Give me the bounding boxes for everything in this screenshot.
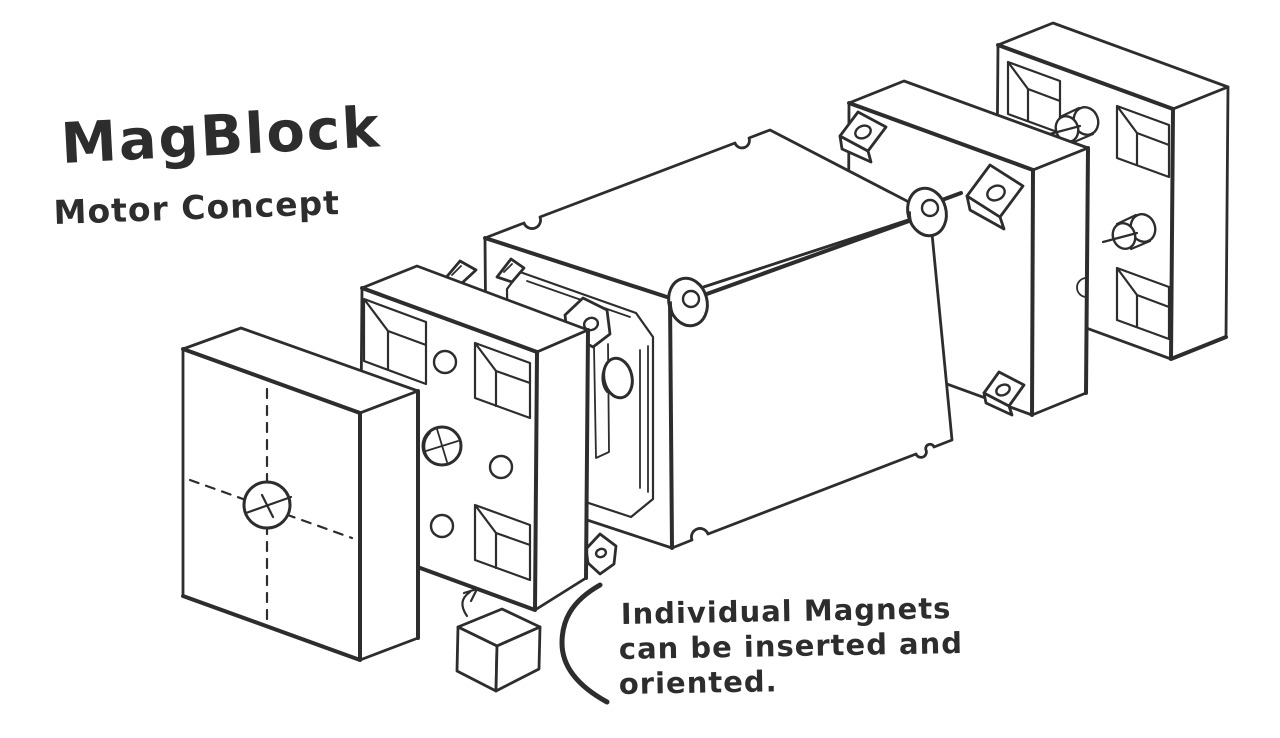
front-plate-pocket-top-right xyxy=(473,341,532,420)
clip-tab-hole xyxy=(986,184,1006,202)
body-shaft-bore xyxy=(601,356,634,400)
magnet-insert-arrow-icon xyxy=(461,587,479,618)
front-plate-pocket-bottom-right xyxy=(473,503,532,582)
end-plate-side-face xyxy=(1169,85,1230,361)
cube-right-face xyxy=(494,625,542,693)
sketch-title: MagBlock xyxy=(59,95,382,177)
clip-tab-hole xyxy=(995,383,1011,397)
shaft-rod xyxy=(702,191,963,297)
end-plate-peg-center xyxy=(1101,213,1157,251)
arrow-shaft xyxy=(461,590,472,618)
body-mounting-foot xyxy=(584,532,618,576)
body-corner-wedge-right xyxy=(495,257,526,284)
clip-tab-hole xyxy=(854,124,872,140)
end-plate-pocket-mid-right xyxy=(1115,104,1171,179)
body-frame-inner-contours xyxy=(526,280,649,493)
sketch-subtitle: Motor Concept xyxy=(53,183,341,232)
front-plate-shaft-hole xyxy=(421,425,463,467)
annotation-line-1: Individual Magnets xyxy=(621,591,952,631)
bearing-ring-front xyxy=(667,276,709,328)
front-plate-screw-hole-walls xyxy=(430,354,494,535)
bearing-ring-inner xyxy=(920,198,940,218)
shaft-mark-cross xyxy=(244,493,293,519)
end-cap xyxy=(181,326,420,662)
rear-plate-accent-edges xyxy=(847,101,1090,417)
annotation-line-3: oriented. xyxy=(619,664,778,701)
foot-hole xyxy=(594,547,608,559)
front-plate-side-face xyxy=(533,328,590,612)
clip-tab-top xyxy=(838,110,888,164)
body-top-face xyxy=(483,128,932,300)
end-plate-pocket-bottom-right xyxy=(1115,266,1171,341)
end-cap-side-face xyxy=(358,389,420,662)
clip-tab-bottom xyxy=(982,370,1026,417)
body-corner-wedge-right-line xyxy=(503,263,513,273)
body-corner-wedge-left-line xyxy=(451,265,462,276)
clip-tab-right xyxy=(965,163,1025,231)
shaft-bore-wall xyxy=(601,364,608,393)
shaft-hole-cross xyxy=(423,428,459,463)
shaft-bore-ellipse xyxy=(602,356,634,400)
arrow-head xyxy=(462,587,479,603)
annotation-line-2: can be inserted and xyxy=(619,626,964,666)
magnet-cube xyxy=(455,607,542,693)
bearing-ring-inner xyxy=(681,289,701,309)
bearing-tab-hole xyxy=(582,316,600,332)
rear-plate-notch xyxy=(1076,277,1088,298)
annotation-bracket xyxy=(559,582,610,705)
peg-slot xyxy=(1101,231,1139,244)
bearing-ring-rear xyxy=(906,186,948,238)
front-plate-pocket-top-left xyxy=(362,297,428,386)
bearing-ring-detail xyxy=(909,211,914,227)
end-cap-accent-edges xyxy=(181,347,420,662)
shaft-and-bearings xyxy=(667,186,963,328)
end-plate-accent-edges xyxy=(996,43,1228,361)
end-cap-shaft-mark xyxy=(242,480,293,530)
body-side-face xyxy=(668,211,954,550)
bearing-ring-detail xyxy=(670,301,675,317)
